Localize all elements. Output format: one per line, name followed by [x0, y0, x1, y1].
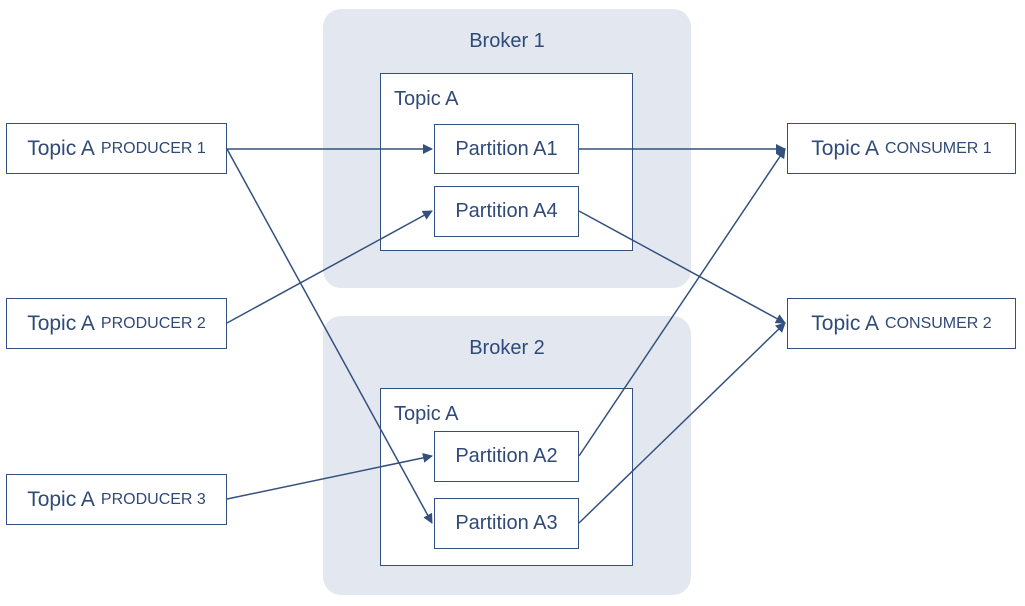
producer-1: Topic A PRODUCER 1	[6, 123, 227, 174]
consumer-2: Topic A CONSUMER 2	[787, 298, 1016, 349]
producer-1-topic: Topic A	[27, 136, 95, 160]
arrow-a4-to-consumer2	[578, 210, 786, 324]
partition-a2: Partition A2	[434, 431, 579, 482]
broker-2-title: Broker 2	[469, 337, 545, 359]
arrow-producer2-to-a4	[226, 210, 433, 324]
arrow-a2-to-consumer1	[578, 148, 786, 457]
partition-a3: Partition A3	[434, 498, 579, 549]
consumer-2-topic: Topic A	[811, 311, 880, 335]
arrow-producer3-to-a2	[226, 452, 433, 500]
producer-3: Topic A PRODUCER 3	[6, 474, 227, 525]
consumer-1-topic: Topic A	[811, 136, 880, 160]
partition-a4: Partition A4	[434, 186, 579, 237]
producer-3-label: PRODUCER 3	[100, 490, 206, 508]
producer-2: Topic A PRODUCER 2	[6, 298, 227, 349]
producer-2-topic: Topic A	[27, 311, 95, 335]
partition-a1: Partition A1	[434, 124, 579, 174]
producer-3-topic: Topic A	[27, 487, 95, 511]
consumer-2-label: CONSUMER 2	[885, 314, 992, 332]
producer-2-label: PRODUCER 2	[100, 314, 206, 332]
broker-1-topic-label: Topic A	[394, 88, 459, 110]
consumer-1: Topic A CONSUMER 1	[787, 123, 1016, 174]
producer-1-label: PRODUCER 1	[100, 139, 206, 157]
arrow-a3-to-consumer2	[578, 322, 786, 524]
broker-1-title: Broker 1	[469, 30, 545, 52]
arrow-producer1-to-a3	[226, 148, 433, 524]
broker-2-topic-label: Topic A	[394, 403, 459, 425]
consumer-1-label: CONSUMER 1	[885, 139, 992, 157]
